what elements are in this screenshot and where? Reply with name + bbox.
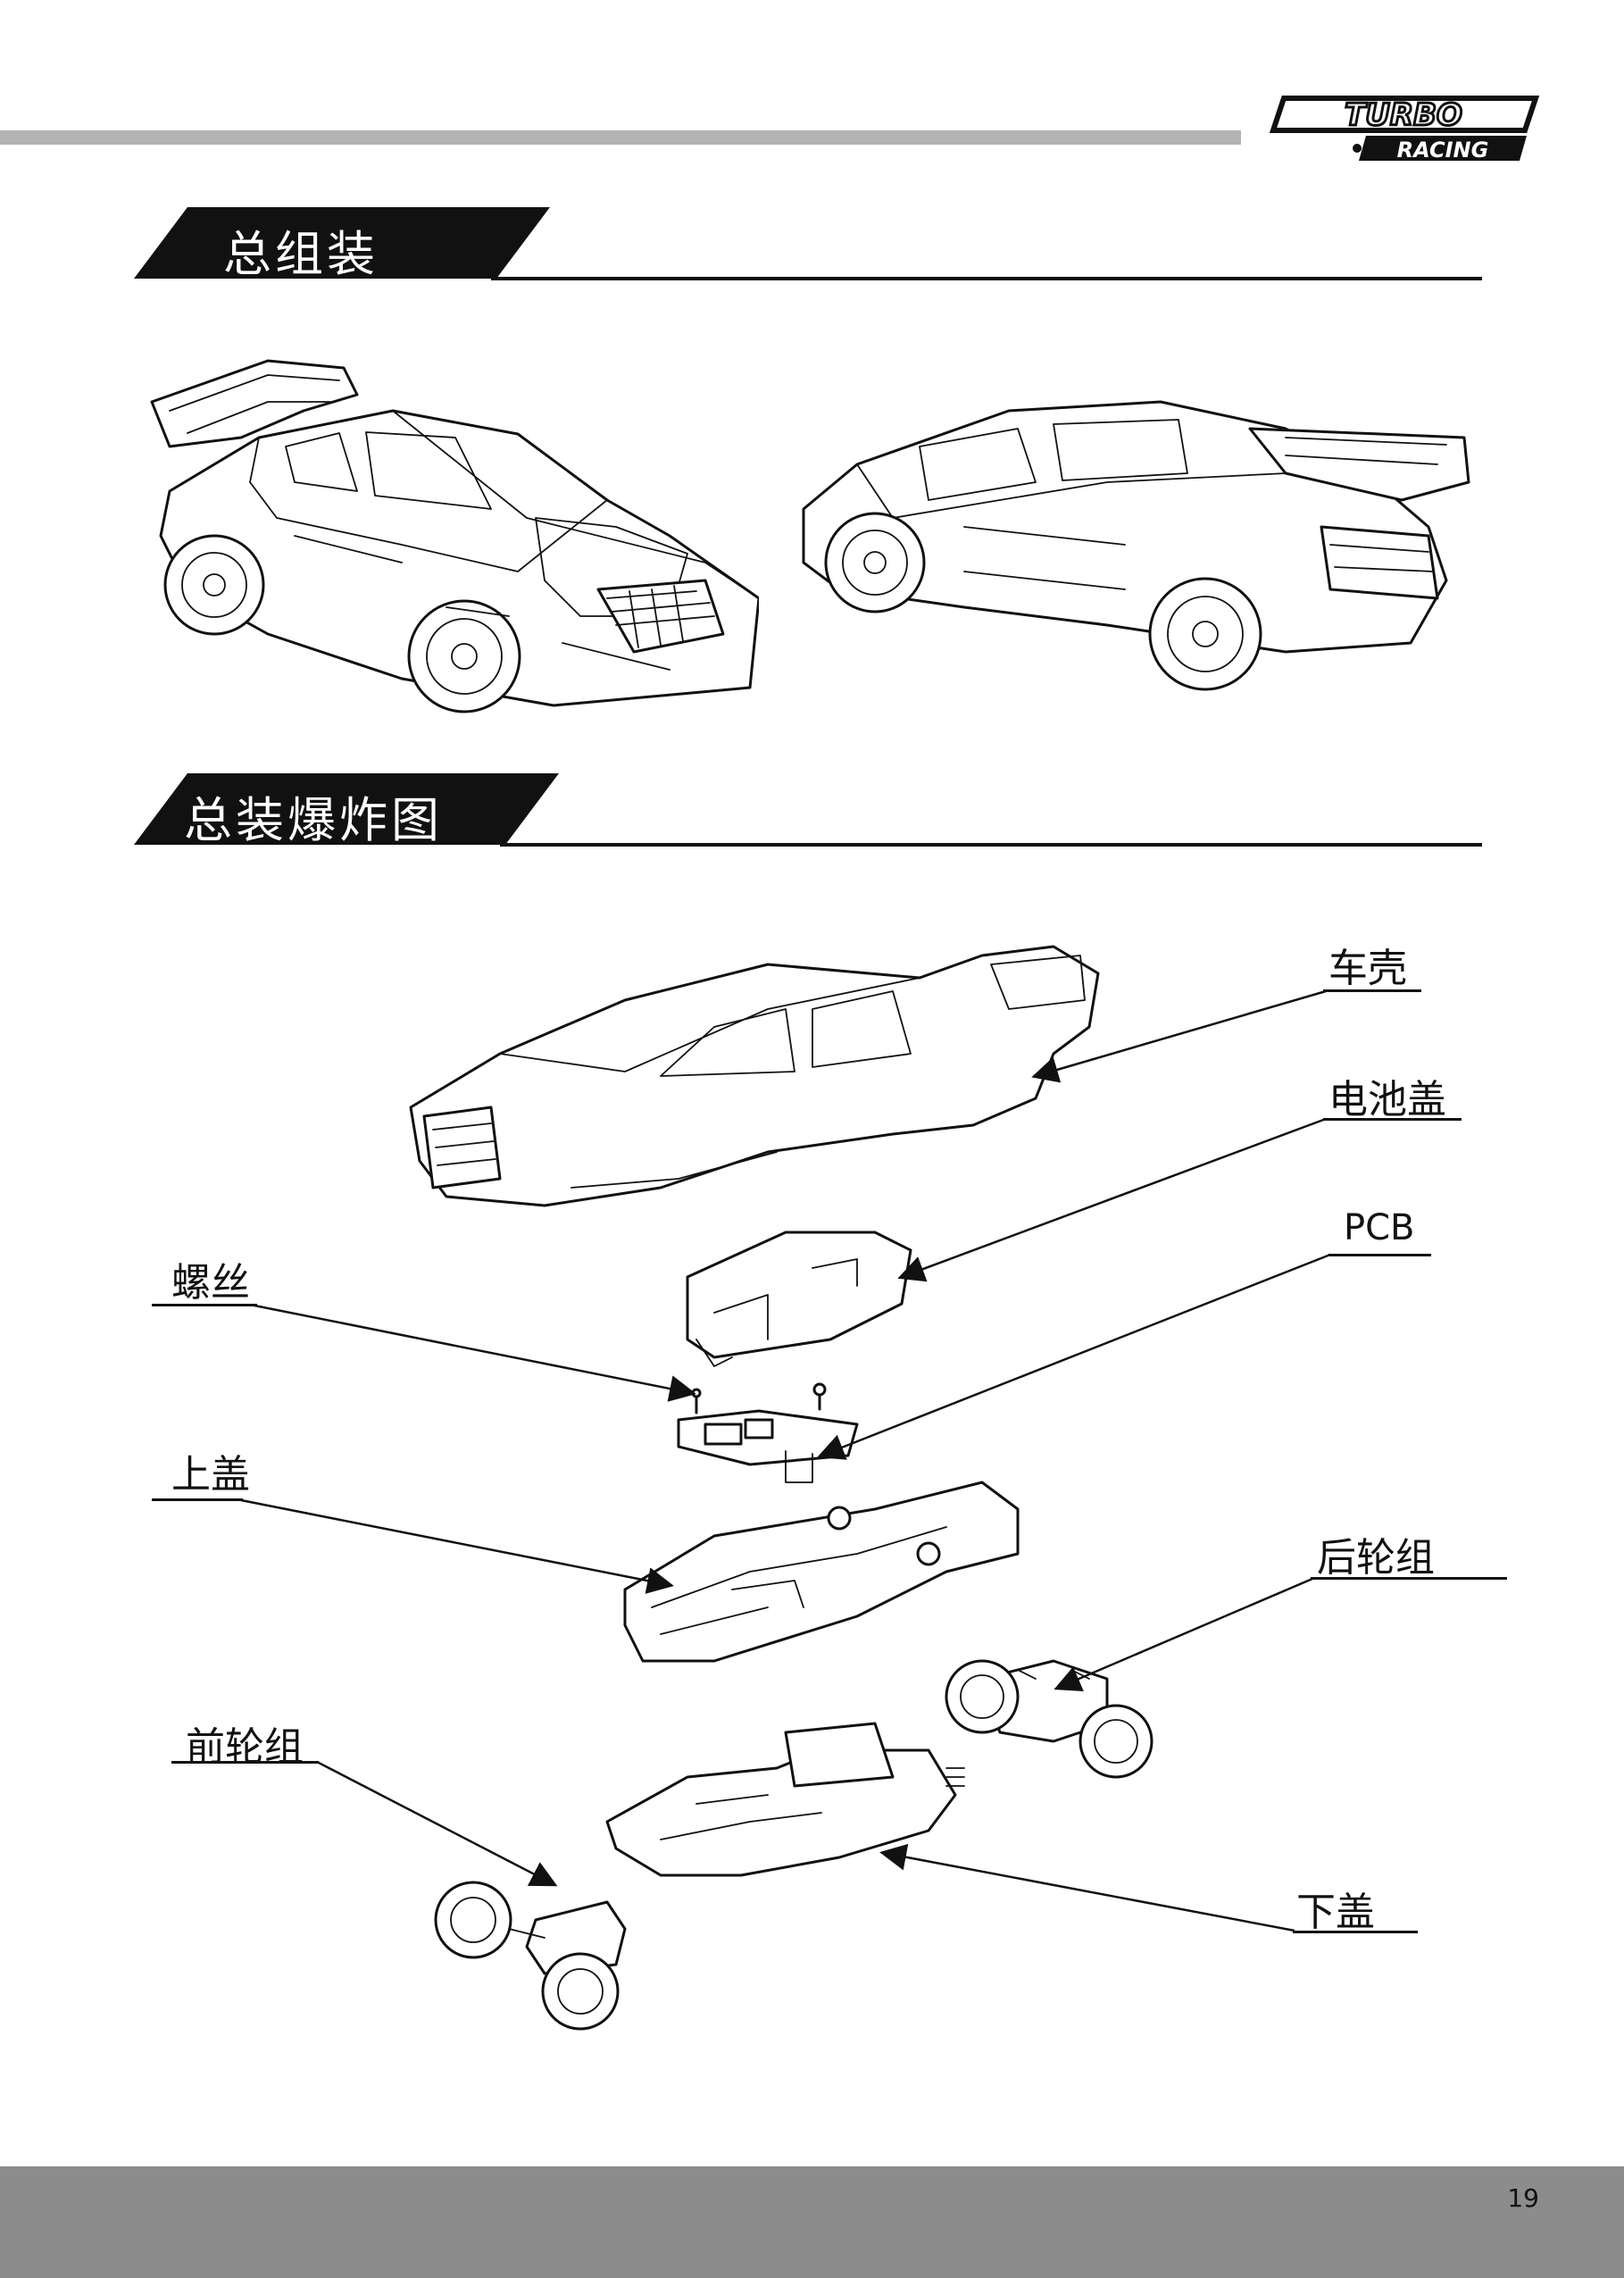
label-rear-wheel-group: 后轮组: [1317, 1535, 1435, 1581]
logo-text-turbo: TURBO: [1345, 97, 1462, 133]
exploded-view-drawing: [393, 893, 1286, 2054]
label-upper-cover: 上盖: [171, 1452, 250, 1498]
section-banner-assembly: 总组装: [134, 207, 1482, 288]
section-title-exploded: 总装爆炸图: [184, 792, 443, 848]
label-underline: [152, 1498, 243, 1501]
label-underline: [1323, 1118, 1462, 1121]
label-underline: [152, 1304, 257, 1306]
label-underline: [1328, 1254, 1431, 1256]
label-pcb: PCB: [1344, 1207, 1415, 1248]
screw-part: [691, 1382, 827, 1414]
upper-cover-part: [623, 1481, 1020, 1663]
label-underline: [1311, 1577, 1507, 1580]
body-shell-part: [409, 945, 1100, 1207]
car-front-view-drawing: [134, 348, 761, 723]
battery-cover-part: [686, 1231, 912, 1367]
label-screw: 螺丝: [171, 1260, 250, 1306]
label-lower-cover: 下盖: [1296, 1890, 1375, 1935]
header-rule: [0, 130, 1241, 145]
label-body-shell: 车壳: [1328, 946, 1407, 991]
label-battery-cover: 电池盖: [1328, 1077, 1446, 1122]
label-underline: [1293, 1931, 1418, 1933]
page-footer: [0, 2166, 1624, 2278]
label-underline: [1323, 989, 1421, 992]
label-underline: [171, 1761, 319, 1764]
car-rear-view-drawing: [786, 348, 1500, 723]
section-title-assembly: 总组装: [223, 226, 379, 282]
page-number: 19: [1507, 2183, 1539, 2213]
section-banner-exploded: 总装爆炸图: [134, 773, 1482, 854]
logo-text-racing: RACING: [1397, 138, 1489, 163]
pcb-part: [677, 1409, 859, 1483]
front-wheel-group-part: [434, 1881, 627, 2031]
lower-cover-part: [605, 1722, 965, 1877]
section-rule: [491, 277, 1482, 280]
section-rule: [500, 843, 1482, 847]
turbo-racing-logo: TURBO RACING: [1268, 89, 1545, 170]
